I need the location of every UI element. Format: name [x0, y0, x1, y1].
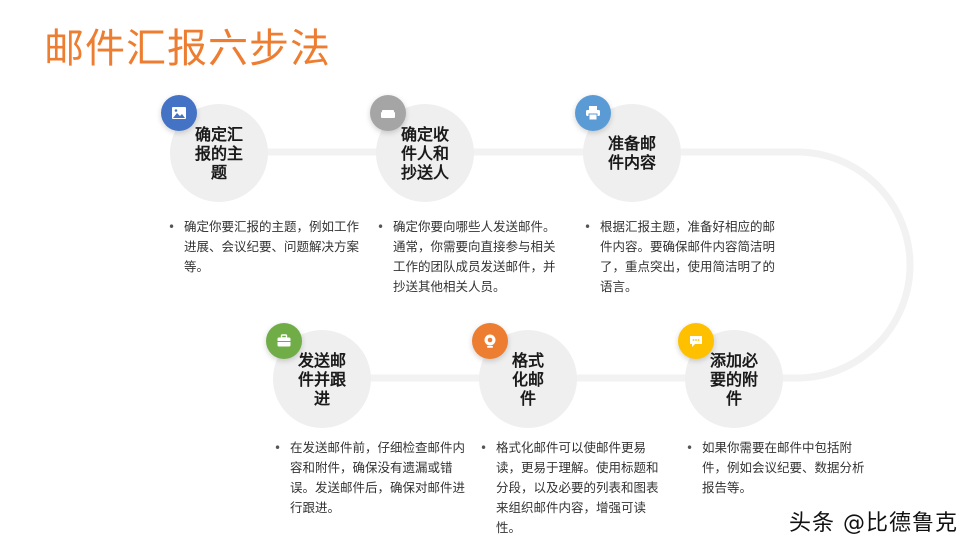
watermark: 头条 @比德鲁克: [789, 511, 958, 536]
step-title: 添加必要的附件: [709, 350, 758, 408]
step-description: 如果你需要在邮件中包括附件，例如会议纪要、数据分析报告等。: [686, 438, 870, 498]
page-title: 邮件汇报六步法: [44, 26, 331, 72]
chat-bubble-icon: [678, 323, 714, 359]
step-description: 确定你要汇报的主题，例如工作进展、会议纪要、问题解决方案等。: [168, 217, 360, 277]
printer-icon: [575, 95, 611, 131]
webcam-icon: [472, 323, 508, 359]
briefcase-icon: [266, 323, 302, 359]
step-description: 根据汇报主题，准备好相应的邮件内容。要确保邮件内容简洁明了，重点突出，使用简洁明…: [584, 217, 776, 297]
step-circle: 准备邮件内容: [583, 104, 681, 202]
step-circle: 添加必要的附件: [685, 330, 783, 428]
step-circle: 确定收件人和抄送人: [376, 104, 474, 202]
step-title: 格式化邮件: [511, 350, 544, 408]
step-description: 确定你要向哪些人发送邮件。通常，你需要向直接参与相关工作的团队成员发送邮件，并抄…: [377, 217, 557, 297]
picture-icon: [161, 95, 197, 131]
step-title: 确定收件人和抄送人: [400, 124, 449, 182]
step-description: 在发送邮件前，仔细检查邮件内容和附件，确保没有遗漏或错误。发送邮件后，确保对邮件…: [274, 438, 466, 518]
step-description: 格式化邮件可以使邮件更易读，更易于理解。使用标题和分段，以及必要的列表和图表来组…: [480, 438, 660, 538]
sofa-icon: [370, 95, 406, 131]
step-title: 准备邮件内容: [607, 134, 656, 172]
step-title: 确定汇报的主题: [194, 124, 243, 182]
step-title: 发送邮件并跟进: [297, 350, 346, 408]
